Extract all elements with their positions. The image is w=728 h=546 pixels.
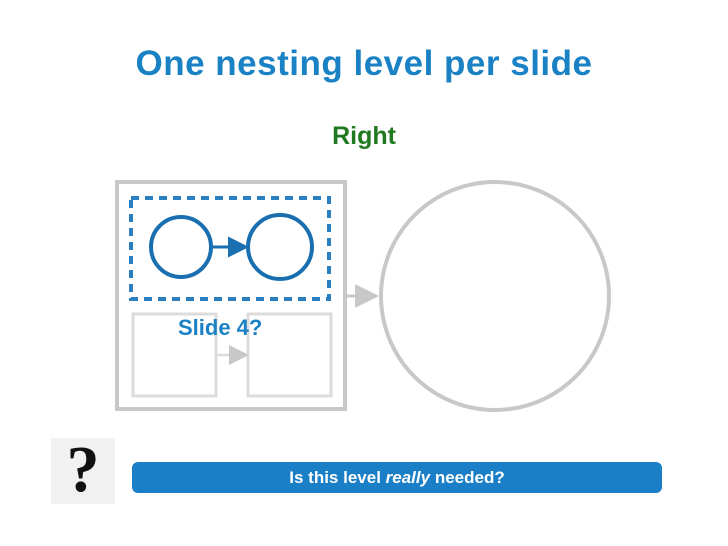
outer-slide-box xyxy=(115,180,347,411)
slide-title: One nesting level per slide xyxy=(135,44,593,83)
dashed-highlight-box xyxy=(129,196,331,301)
right-blue-circle xyxy=(246,213,314,281)
question-mark-icon: ? xyxy=(51,433,115,506)
left-blue-circle xyxy=(149,215,213,279)
question-banner: Is this level really needed? xyxy=(132,462,662,493)
slide-subtitle: Right xyxy=(332,122,396,150)
banner-text-start: Is this level xyxy=(289,468,386,487)
big-gray-circle xyxy=(379,180,611,412)
banner-emphasis: really xyxy=(385,468,431,487)
nested-slide-label: Slide 4? xyxy=(178,315,263,340)
banner-text-end: needed? xyxy=(430,468,505,487)
